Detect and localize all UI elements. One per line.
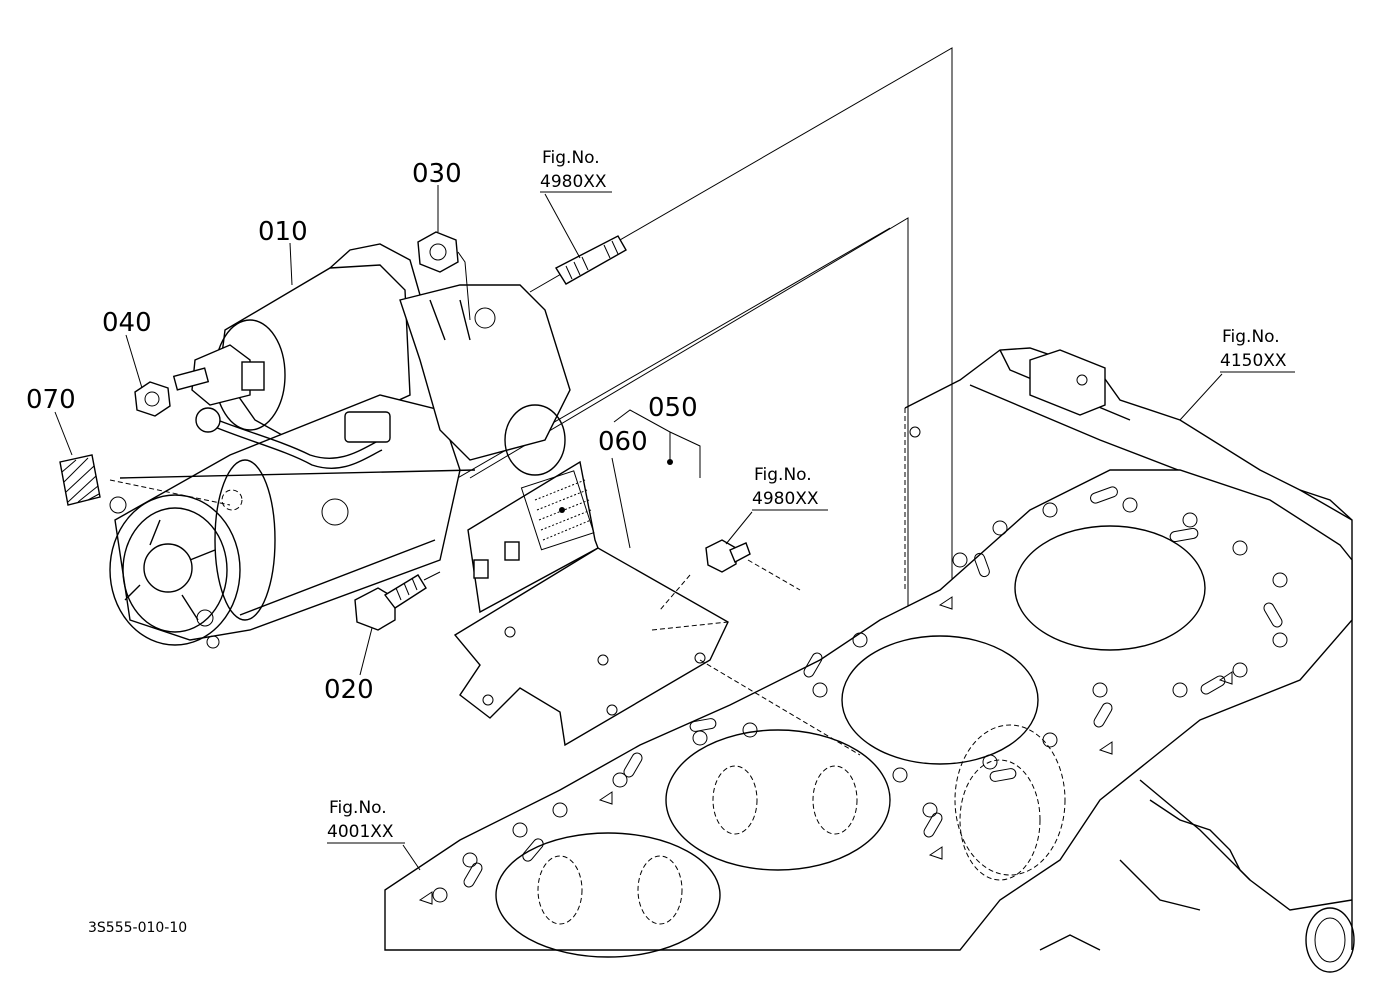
engine-block	[384, 347, 1355, 973]
part-callouts: 010 030 040 070 020 050 060	[26, 159, 698, 705]
fig-ref-3-label: Fig.No.	[1222, 327, 1280, 347]
fig-ref-2-number: 4980XX	[752, 489, 819, 509]
leader-lines	[54, 185, 1295, 871]
callout-070: 070	[26, 385, 76, 415]
stud-bolt	[555, 235, 627, 285]
nut-030	[417, 231, 471, 321]
fig-ref-4-label: Fig.No.	[329, 798, 387, 818]
bolt-020	[354, 571, 441, 631]
fig-references: Fig.No. 4980XX Fig.No. 4980XX Fig.No. 41…	[327, 148, 1287, 842]
callout-020: 020	[324, 675, 374, 705]
label-070	[59, 454, 101, 506]
nut-040	[134, 381, 171, 417]
callout-060: 060	[598, 427, 648, 457]
callout-040: 040	[102, 308, 152, 338]
fig-ref-1-label: Fig.No.	[542, 148, 600, 168]
fig-ref-4-number: 4001XX	[327, 822, 394, 842]
drawing-code: 3S555-010-10	[88, 920, 187, 936]
fig-ref-1-number: 4980XX	[540, 172, 607, 192]
small-bolt	[705, 539, 801, 591]
fig-ref-3-number: 4150XX	[1220, 351, 1287, 371]
bracket-060	[453, 459, 861, 756]
starter-motor	[109, 243, 571, 649]
callout-030: 030	[412, 159, 462, 189]
callout-010: 010	[258, 217, 308, 247]
fig-ref-2-label: Fig.No.	[754, 465, 812, 485]
callout-050: 050	[648, 393, 698, 423]
